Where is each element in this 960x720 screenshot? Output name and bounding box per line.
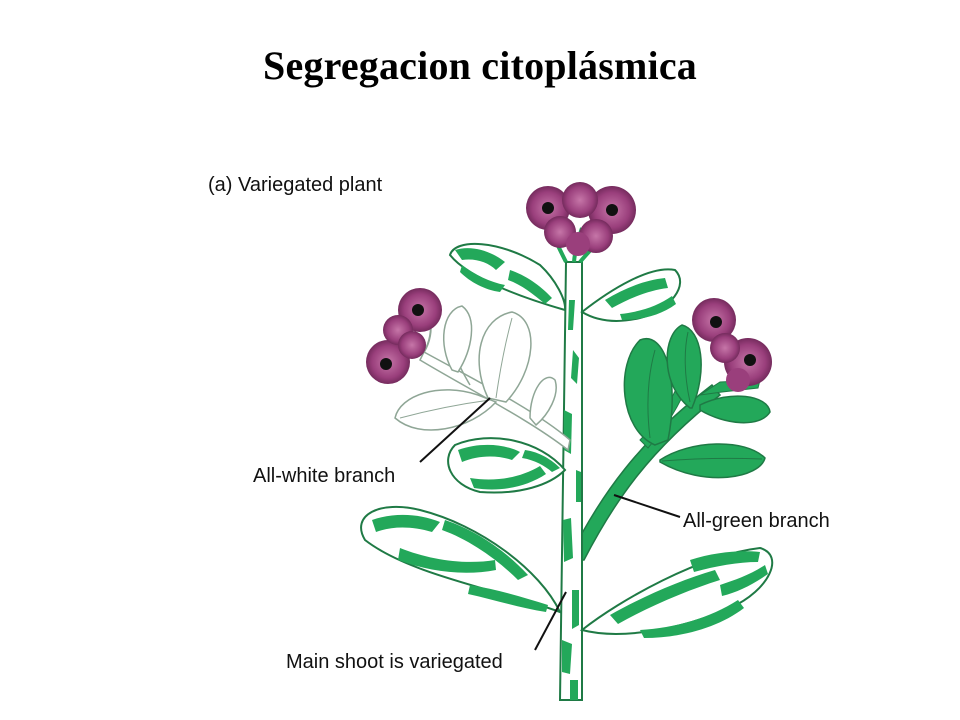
- leader-lines: [419, 397, 681, 651]
- main-stem: [558, 261, 583, 701]
- main-shoot-pointer: [534, 591, 567, 651]
- flower-cluster-top: [526, 182, 636, 264]
- variegated-leaves: [360, 242, 774, 638]
- green-leaves: [623, 324, 771, 479]
- all-white-branch: [394, 305, 571, 452]
- flower-cluster-right: [692, 298, 772, 392]
- flower-cluster-left: [366, 288, 442, 384]
- all-white-branch-pointer: [419, 397, 491, 463]
- all-green-branch-label: All-green branch: [683, 510, 830, 532]
- page-title: Segregacion citoplásmica: [263, 43, 697, 88]
- main-shoot-label: Main shoot is variegated: [286, 651, 503, 673]
- all-green-branch-pointer: [613, 494, 681, 518]
- all-white-branch-label: All-white branch: [253, 465, 396, 487]
- panel-label: (a) Variegated plant: [208, 174, 383, 196]
